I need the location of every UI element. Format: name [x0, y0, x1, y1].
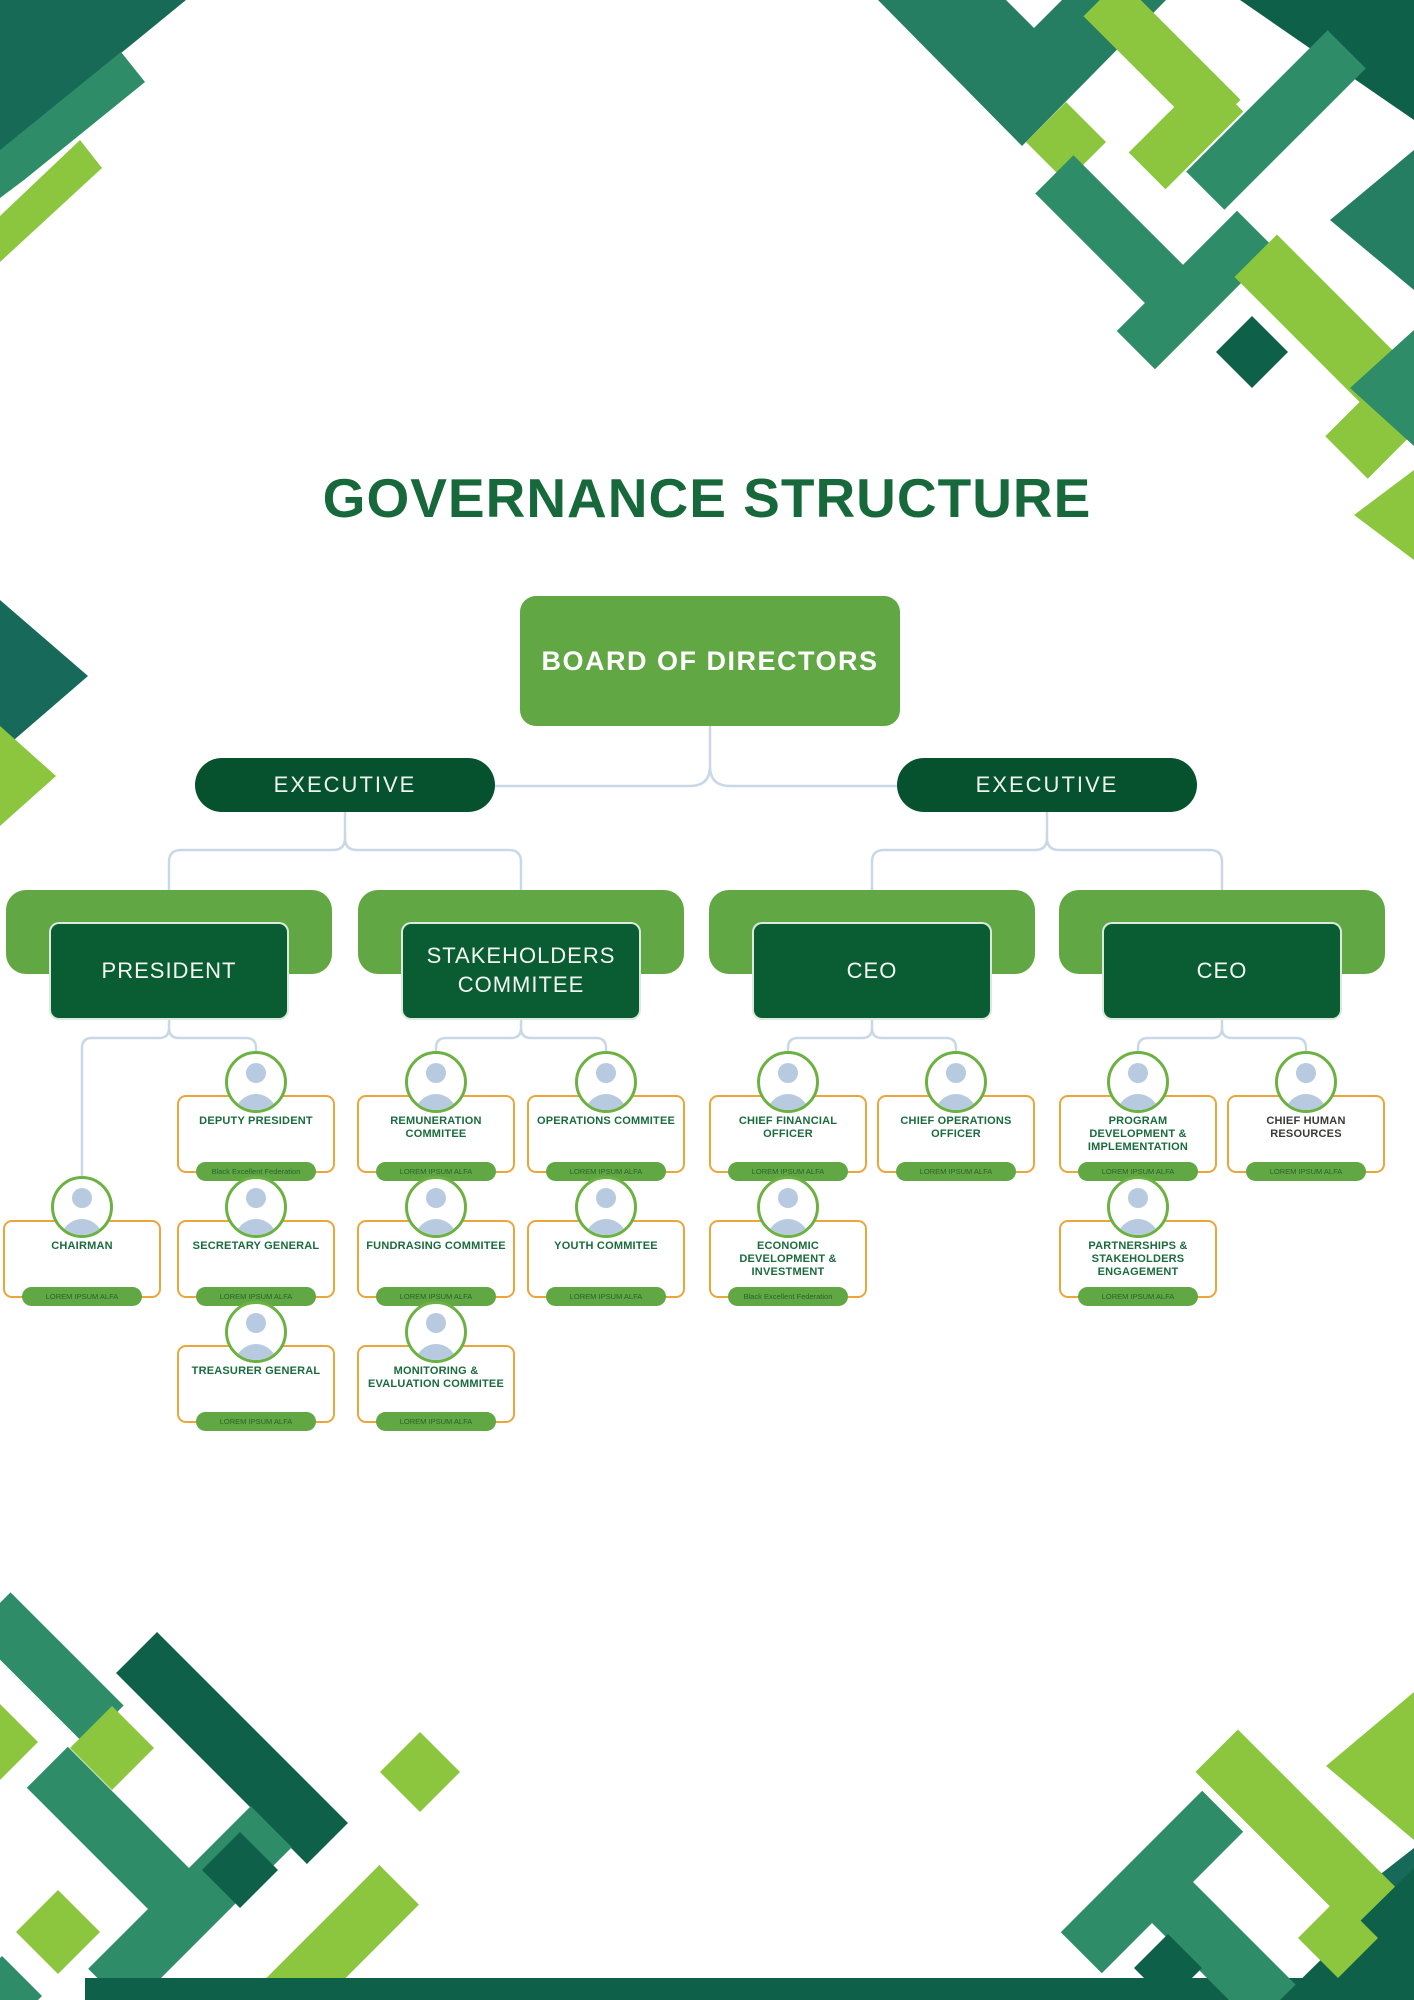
head-label: CEO — [1196, 957, 1248, 983]
org-card-chief-human-resources: CHIEF HUMAN RESOURCES LOREM IPSUM ALFA — [1227, 1051, 1385, 1181]
org-card-title: CHIEF HUMAN RESOURCES — [1266, 1115, 1346, 1141]
org-node-stakeholders-commitee: STAKEHOLDERS COMMITEE — [401, 922, 641, 1020]
org-card-tag: LOREM IPSUM ALFA — [896, 1162, 1016, 1181]
head-label: CEO — [846, 957, 898, 983]
person-avatar-icon — [757, 1051, 819, 1113]
org-card-title: CHAIRMAN — [51, 1240, 113, 1252]
decor-right-flags — [1326, 1692, 1414, 1976]
head-label: PRESIDENT — [101, 957, 237, 983]
person-avatar-icon — [1107, 1176, 1169, 1238]
org-card-secretary-general: SECRETARY GENERAL LOREM IPSUM ALFA — [177, 1176, 335, 1306]
head-label: STAKEHOLDERS COMMITEE — [426, 943, 616, 997]
org-card-title: DEPUTY PRESIDENT — [199, 1115, 313, 1127]
org-card-title: PROGRAM DEVELOPMENT & IMPLEMENTATION — [1087, 1115, 1189, 1154]
decor-left-flag — [0, 600, 88, 826]
org-card-title: PARTNERSHIPS & STAKEHOLDERS ENGAGEMENT — [1088, 1240, 1188, 1279]
org-card-youth-commitee: YOUTH COMMITEE LOREM IPSUM ALFA — [527, 1176, 685, 1306]
person-avatar-icon — [51, 1176, 113, 1238]
org-card-tag: LOREM IPSUM ALFA — [22, 1287, 142, 1306]
person-avatar-icon — [575, 1051, 637, 1113]
org-card-operations-commitee: OPERATIONS COMMITEE LOREM IPSUM ALFA — [527, 1051, 685, 1181]
org-card-title: SECRETARY GENERAL — [192, 1240, 320, 1252]
org-card-fundrasing-commitee: FUNDRASING COMMITEE LOREM IPSUM ALFA — [357, 1176, 515, 1306]
person-avatar-icon — [405, 1176, 467, 1238]
person-avatar-icon — [575, 1176, 637, 1238]
person-avatar-icon — [1107, 1051, 1169, 1113]
decor-top-left — [0, 0, 186, 262]
org-card-title: ECONOMIC DEVELOPMENT & INVESTMENT — [739, 1240, 837, 1279]
person-avatar-icon — [225, 1301, 287, 1363]
org-card-tag: Black Excellent Federation — [728, 1287, 848, 1306]
decor-bottom-left — [0, 1592, 1340, 2000]
org-node-executive-left: EXECUTIVE — [195, 758, 495, 812]
org-node-board-of-directors: BOARD OF DIRECTORS — [520, 596, 900, 726]
org-card-treasurer-general: TREASURER GENERAL LOREM IPSUM ALFA — [177, 1301, 335, 1431]
org-card-tag: LOREM IPSUM ALFA — [1078, 1287, 1198, 1306]
org-card-title: TREASURER GENERAL — [191, 1365, 321, 1377]
executive-label: EXECUTIVE — [975, 772, 1119, 797]
org-card-title: CHIEF OPERATIONS OFFICER — [900, 1115, 1012, 1141]
org-node-president: PRESIDENT — [49, 922, 289, 1020]
org-node-ceo-1: CEO — [752, 922, 992, 1020]
org-node-executive-right: EXECUTIVE — [897, 758, 1197, 812]
org-card-program-development-implementation: PROGRAM DEVELOPMENT & IMPLEMENTATION LOR… — [1059, 1051, 1217, 1181]
org-card-tag: LOREM IPSUM ALFA — [376, 1412, 496, 1431]
org-card-title: CHIEF FINANCIAL OFFICER — [738, 1115, 838, 1141]
org-card-title: OPERATIONS COMMITEE — [536, 1115, 676, 1127]
org-card-title: REMUNERATION COMMITEE — [390, 1115, 482, 1141]
org-card-title: FUNDRASING COMMITEE — [366, 1240, 506, 1252]
board-label: BOARD OF DIRECTORS — [541, 645, 879, 676]
org-card-remuneration-commitee: REMUNERATION COMMITEE LOREM IPSUM ALFA — [357, 1051, 515, 1181]
org-card-tag: LOREM IPSUM ALFA — [546, 1287, 666, 1306]
org-card-deputy-president: DEPUTY PRESIDENT Black Excellent Federat… — [177, 1051, 335, 1181]
person-avatar-icon — [757, 1176, 819, 1238]
org-card-monitoring-evaluation-commitee: MONITORING & EVALUATION COMMITEE LOREM I… — [357, 1301, 515, 1431]
decor-bottom-right — [1060, 1729, 1414, 2000]
org-card-economic-development-investment: ECONOMIC DEVELOPMENT & INVESTMENT Black … — [709, 1176, 867, 1306]
org-card-title: YOUTH COMMITEE — [554, 1240, 658, 1252]
person-avatar-icon — [1275, 1051, 1337, 1113]
person-avatar-icon — [405, 1051, 467, 1113]
person-avatar-icon — [225, 1051, 287, 1113]
page-title: GOVERNANCE STRUCTURE — [322, 467, 1092, 529]
org-card-chief-operations-officer: CHIEF OPERATIONS OFFICER LOREM IPSUM ALF… — [877, 1051, 1035, 1181]
org-card-tag: LOREM IPSUM ALFA — [1246, 1162, 1366, 1181]
person-avatar-icon — [225, 1176, 287, 1238]
person-avatar-icon — [405, 1301, 467, 1363]
org-card-title: MONITORING & EVALUATION COMMITEE — [368, 1365, 504, 1391]
org-card-partnerships-stakeholders-engagement: PARTNERSHIPS & STAKEHOLDERS ENGAGEMENT L… — [1059, 1176, 1217, 1306]
org-card-chairman: CHAIRMAN LOREM IPSUM ALFA — [3, 1176, 161, 1306]
org-card-tag: LOREM IPSUM ALFA — [196, 1412, 316, 1431]
executive-label: EXECUTIVE — [273, 772, 417, 797]
org-card-chief-financial-officer: CHIEF FINANCIAL OFFICER LOREM IPSUM ALFA — [709, 1051, 867, 1181]
org-node-ceo-2: CEO — [1102, 922, 1342, 1020]
person-avatar-icon — [925, 1051, 987, 1113]
